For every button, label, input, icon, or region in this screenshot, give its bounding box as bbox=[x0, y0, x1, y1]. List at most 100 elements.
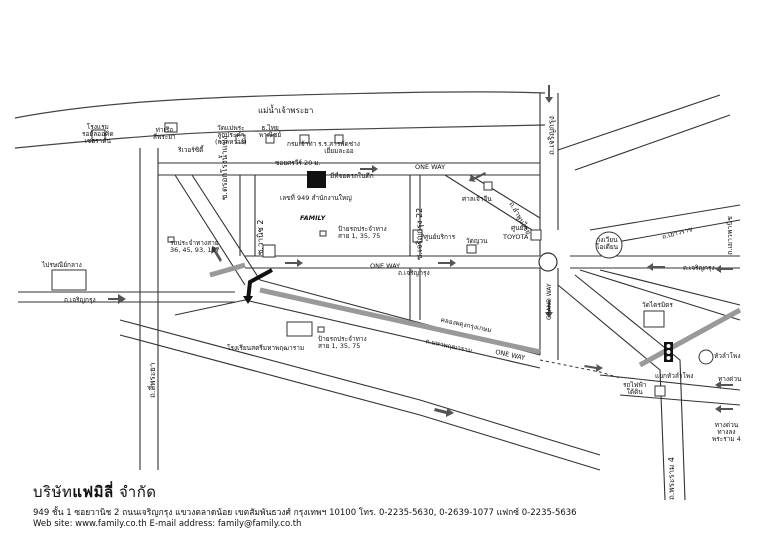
customs-label: กรมเจ้าท่า bbox=[287, 140, 317, 148]
customs-building bbox=[299, 134, 310, 144]
junction-label: แยกหัวลำโพง bbox=[655, 372, 694, 380]
company-address: 949 ชั้น 1 ซอยวานิช 2 ถนนเจริญกรุง แขวงต… bbox=[33, 508, 577, 518]
bus-stop-1-label: ป้ายรถประจำทาง สาย 1, 35, 75 bbox=[338, 225, 387, 240]
wat-maephra-label: วัดแม่พระ ลูกประคำ (กาลหว่าร์) bbox=[215, 124, 247, 146]
canal bbox=[259, 287, 541, 355]
toyota-label: ศูนย์ฯ bbox=[511, 224, 528, 232]
bus-stop-3-label: ป้ายรถประจำทาง สาย 1, 35, 75 bbox=[318, 335, 367, 350]
direction-arrow bbox=[545, 300, 553, 318]
road-long-diagonal bbox=[119, 299, 601, 471]
post-office-label: ไปรษณีย์กลาง bbox=[42, 261, 82, 269]
charoenkrung-right: ถ.เจริญกรุง bbox=[683, 264, 715, 272]
bus-stop-1-box bbox=[319, 230, 327, 237]
direction-arrow bbox=[647, 263, 665, 271]
road-rama4 bbox=[557, 274, 686, 501]
company-web: Web site: www.family.co.th E-mail addres… bbox=[33, 519, 302, 529]
soi-wanit-label: ซ.วานิช 2 bbox=[256, 219, 265, 256]
direction-arrow bbox=[211, 246, 222, 262]
direction-arrow bbox=[715, 381, 733, 389]
hq-marker bbox=[307, 171, 326, 188]
charoenkrung-left: ถ.เจริญกรุง bbox=[64, 296, 96, 304]
school-label: โรงเรียนสตรีมหาพฤฒาราม bbox=[227, 344, 305, 352]
road-grand-way bbox=[539, 268, 559, 360]
direction-arrow bbox=[108, 294, 126, 304]
river-bank-top bbox=[14, 91, 546, 119]
wat-yuan-label: วัดญวน bbox=[466, 237, 488, 245]
wat-traimit bbox=[643, 310, 665, 328]
odeon-circle bbox=[538, 252, 558, 272]
post-office bbox=[51, 269, 87, 291]
direction-arrow bbox=[545, 85, 553, 103]
grand-way-label: GRAND WAY bbox=[546, 283, 553, 320]
road-yaowarat bbox=[557, 94, 731, 171]
hotel-building bbox=[164, 122, 178, 133]
wat-traimit-label: วัดไตรมิตร bbox=[642, 301, 673, 309]
school-building bbox=[286, 321, 313, 337]
direction-arrow bbox=[360, 165, 378, 173]
wanit-building bbox=[262, 244, 276, 258]
pier-label: ท่าเรือ สี่พระยา bbox=[153, 126, 176, 141]
railway-label: รถไฟฟ้า ใต้ดิน bbox=[623, 381, 647, 396]
thai-bank bbox=[265, 134, 275, 144]
pier-building bbox=[91, 129, 106, 141]
road-soi-wanit bbox=[239, 175, 256, 256]
odeon-gate bbox=[595, 231, 623, 259]
road-lower-right bbox=[599, 374, 741, 406]
direction-arrow bbox=[434, 408, 454, 417]
road-diag-top-right bbox=[444, 174, 541, 236]
river-label: แม่น้ำเจ้าพระยา bbox=[258, 106, 314, 115]
road-soi-22-low bbox=[409, 268, 421, 320]
road-left-vertical bbox=[139, 148, 159, 292]
canal-small bbox=[209, 262, 246, 278]
hua-lamphong-label: หัวลำโพง bbox=[714, 352, 741, 360]
soi-krathong-label: ซ.ตรอกโรงน้ำแข็ง bbox=[220, 135, 229, 200]
hua-lamphong-circle bbox=[698, 349, 714, 365]
soi-22-label: ซ.เจริญกรุง 22 bbox=[415, 207, 424, 260]
bus-stop-2-label: รถประจำทางสาย 36, 45, 93, 187 bbox=[170, 239, 220, 254]
school-top bbox=[334, 134, 344, 144]
school-bus-stop bbox=[317, 326, 325, 333]
thai-bank-label: ธ.ไทย พาณิชย์ bbox=[259, 124, 282, 139]
wat-maephra bbox=[235, 134, 246, 144]
road-top-horizontal bbox=[158, 162, 540, 176]
road-charoenkrung bbox=[18, 291, 235, 303]
river-city-label: ริเวอร์ซิตี้ bbox=[178, 146, 204, 154]
si-phraya-label: ถ.สี่พระยา bbox=[148, 362, 157, 398]
charoenkrung-center: ถ.เจริญกรุง bbox=[398, 269, 430, 277]
direction-arrow bbox=[438, 259, 456, 267]
road-right-diag bbox=[579, 269, 741, 321]
one-way-1: ONE WAY bbox=[415, 163, 446, 171]
canal-right bbox=[638, 307, 742, 368]
road-right-upper bbox=[589, 204, 741, 246]
rama4-exit-label: ทางด่วน ทางลง พระราม 4 bbox=[712, 421, 741, 443]
parking-label: มีที่จอดรถในตึก bbox=[330, 172, 374, 180]
odeon-label: วงเวียน โอเดียน bbox=[596, 236, 619, 251]
family-logo: FAMILY bbox=[300, 214, 326, 222]
songwat-label: ถ.เยาวพานิช bbox=[726, 216, 734, 255]
bus-stop-2-box bbox=[167, 236, 175, 243]
direction-arrow bbox=[469, 172, 486, 182]
toyota-building bbox=[530, 229, 542, 241]
route-arrow bbox=[246, 268, 273, 301]
direction-arrow bbox=[285, 259, 303, 267]
expressway-label: ทางด่วน bbox=[718, 375, 742, 383]
central-building bbox=[412, 229, 423, 243]
direction-arrow bbox=[715, 405, 733, 413]
road-si-phraya bbox=[139, 292, 159, 470]
hq-label: เลขที่ 949 สำนักงานใหญ่ bbox=[280, 194, 352, 202]
dashed-path bbox=[539, 359, 621, 379]
rama4-label: ถ.พระราม 4 bbox=[667, 457, 676, 500]
soi-label: ซอยศรวีร์ 20 ม. bbox=[275, 159, 321, 167]
railway-box bbox=[654, 385, 666, 397]
road-top-vertical bbox=[539, 93, 559, 256]
direction-arrow bbox=[715, 265, 733, 273]
central-label: ศูนย์บริการ bbox=[424, 233, 456, 241]
road-charoenkrung-mid bbox=[245, 255, 540, 269]
san-jao-label: ศาลเจ้าจีน bbox=[462, 195, 492, 203]
direction-arrow bbox=[584, 364, 603, 372]
school-top-label: ร.ร.สารพัดช่าง เยี่ยมละออ bbox=[318, 140, 360, 155]
charoenkrung-top-label: ถ.เจริญกรุง bbox=[547, 116, 556, 155]
company-name: บริษัทแฟมิลี่ จำกัด bbox=[33, 483, 157, 501]
toyota-brand: TOYOTA bbox=[503, 233, 529, 241]
